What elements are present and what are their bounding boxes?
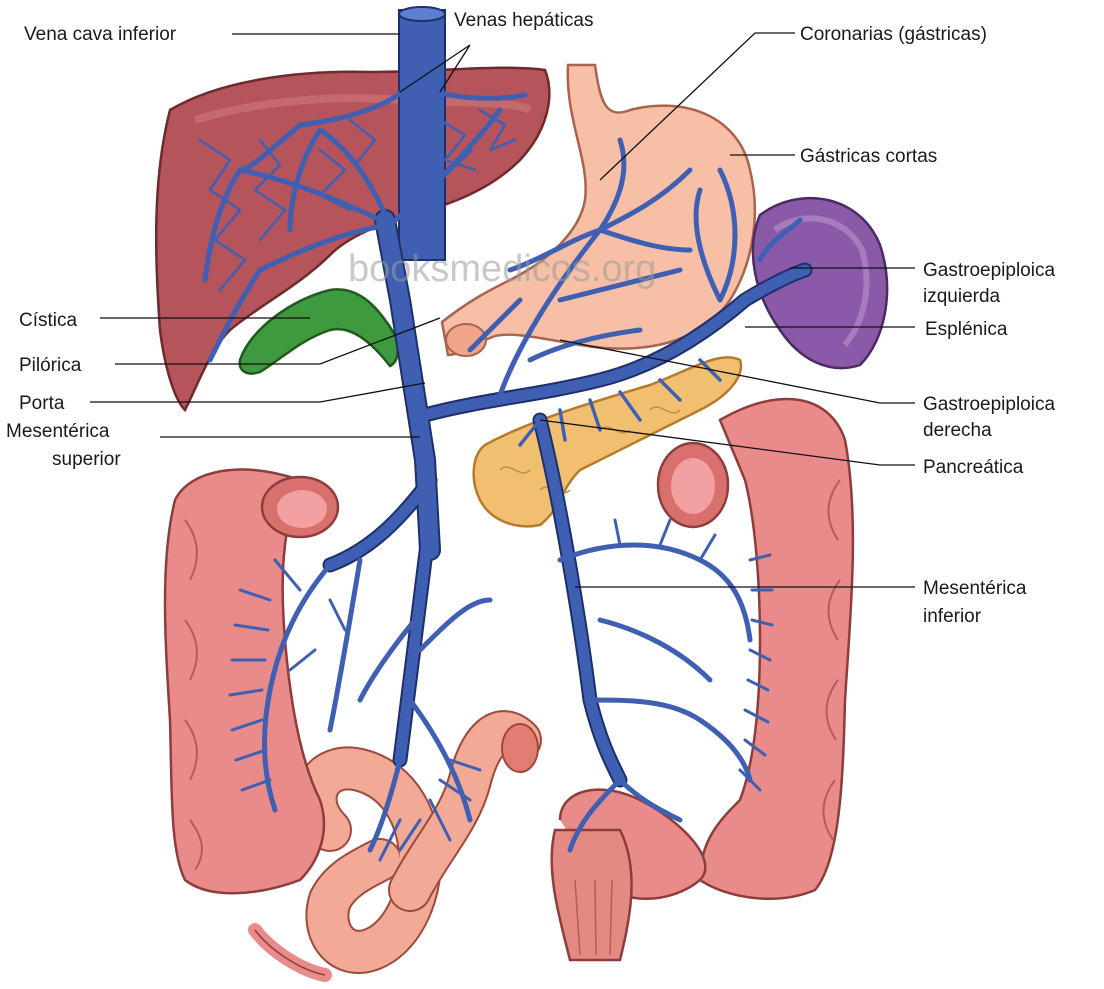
label-mesenterica-superior-1: Mesentérica (6, 421, 110, 442)
watermark: booksmedicos.org (348, 248, 656, 290)
label-porta: Porta (19, 393, 65, 414)
label-gastroepiploica-derecha-1: Gastroepiploica (923, 394, 1055, 415)
label-pancreatica: Pancreática (923, 457, 1024, 478)
label-mesenterica-superior-2: superior (52, 449, 121, 470)
label-gastricas-cortas: Gástricas cortas (800, 146, 937, 167)
label-gastroepiploica-izquierda-2: izquierda (923, 286, 1001, 307)
label-gastroepiploica-derecha-2: derecha (923, 420, 992, 441)
label-venas-hepaticas: Venas hepáticas (454, 10, 593, 31)
label-mesenterica-inferior-1: Mesentérica (923, 578, 1027, 599)
label-mesenterica-inferior-2: inferior (923, 606, 982, 627)
label-cistica: Cística (19, 310, 78, 331)
label-coronarias: Coronarias (gástricas) (800, 24, 987, 45)
label-vena-cava-inferior: Vena cava inferior (24, 24, 177, 45)
label-pilorica: Pilórica (19, 355, 82, 376)
small-intestine (316, 724, 538, 952)
descending-colon (552, 399, 853, 960)
label-esplenica: Esplénica (925, 319, 1008, 340)
inferior-vena-cava (399, 7, 445, 260)
label-gastroepiploica-izquierda-1: Gastroepiploica (923, 260, 1055, 281)
